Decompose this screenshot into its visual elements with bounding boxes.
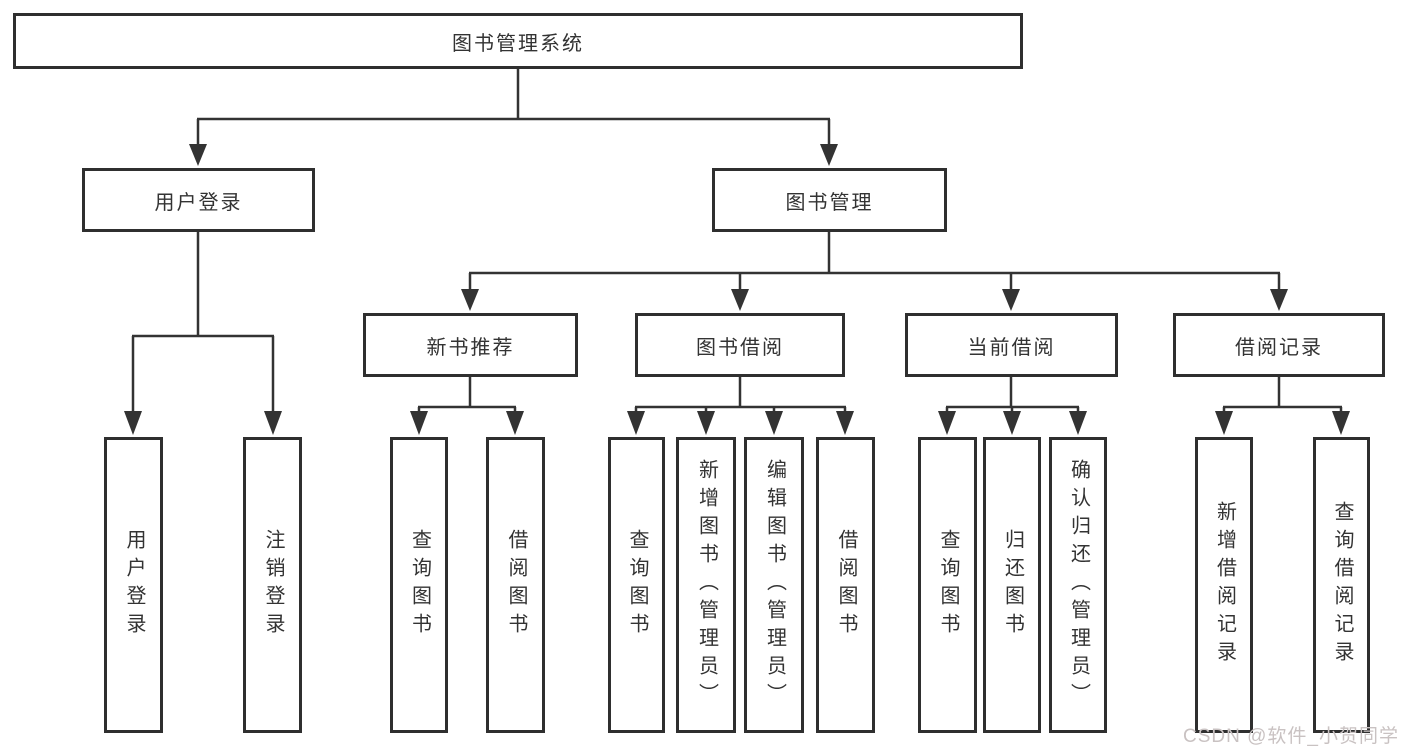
leaf-label: 借阅图书 (835, 529, 857, 641)
node-new-book-recommend: 新书推荐 (363, 313, 578, 377)
leaf-label: 注销登录 (262, 529, 284, 641)
node-borrow-record: 借阅记录 (1173, 313, 1385, 377)
leaf-label: 查询图书 (937, 529, 959, 641)
leaf-query-books-borrow: 查询图书 (608, 437, 665, 733)
leaf-query-books-current: 查询图书 (918, 437, 977, 733)
node-book-borrow: 图书借阅 (635, 313, 845, 377)
leaf-return-books: 归还图书 (983, 437, 1041, 733)
csdn-watermark: CSDN @软件_小贺同学 (1183, 726, 1399, 747)
connector-book-mgmt-to-level3 (461, 232, 1288, 311)
connector-new-book-rec-children (410, 377, 524, 435)
leaf-borrow-books: 借阅图书 (816, 437, 875, 733)
leaf-edit-books-admin: 编辑图书（管理员） (744, 437, 804, 733)
connector-current-borrow-children (938, 377, 1087, 435)
leaf-add-borrow-record: 新增借阅记录 (1195, 437, 1253, 733)
leaf-label: 查询图书 (626, 529, 648, 641)
leaf-query-books-recommend: 查询图书 (390, 437, 448, 733)
leaf-label: 新增借阅记录 (1213, 501, 1236, 669)
node-label: 当前借阅 (967, 336, 1056, 359)
leaf-label: 借阅图书 (505, 529, 527, 641)
leaf-query-borrow-record: 查询借阅记录 (1313, 437, 1370, 733)
leaf-label: 查询借阅记录 (1331, 501, 1353, 669)
node-user-login: 用户登录 (82, 168, 315, 232)
leaf-label: 归还图书 (1001, 529, 1024, 641)
connector-user-login-children (124, 232, 282, 435)
connector-root-to-level2 (189, 69, 838, 166)
connector-book-borrow-children (627, 377, 854, 435)
leaf-label: 用户登录 (123, 529, 145, 641)
leaf-logout: 注销登录 (243, 437, 302, 733)
leaf-borrow-books-recommend: 借阅图书 (486, 437, 545, 733)
leaf-add-books-admin: 新增图书（管理员） (676, 437, 736, 733)
leaf-label: 编辑图书（管理员） (763, 459, 786, 711)
node-label: 新书推荐 (426, 336, 515, 359)
node-label: 图书管理 (785, 191, 874, 214)
node-label: 借阅记录 (1235, 336, 1323, 359)
leaf-label: 查询图书 (408, 529, 431, 641)
leaf-confirm-return-admin: 确认归还（管理员） (1049, 437, 1107, 733)
node-label: 用户登录 (154, 191, 243, 214)
leaf-label: 确认归还（管理员） (1067, 459, 1090, 711)
leaf-label: 新增图书（管理员） (695, 459, 718, 711)
node-root-system: 图书管理系统 (13, 13, 1023, 69)
node-current-borrow: 当前借阅 (905, 313, 1118, 377)
node-label: 图书借阅 (696, 336, 784, 359)
node-label: 图书管理系统 (452, 32, 584, 55)
leaf-user-login: 用户登录 (104, 437, 163, 733)
connector-borrow-record-children (1215, 377, 1350, 435)
node-book-management: 图书管理 (712, 168, 947, 232)
